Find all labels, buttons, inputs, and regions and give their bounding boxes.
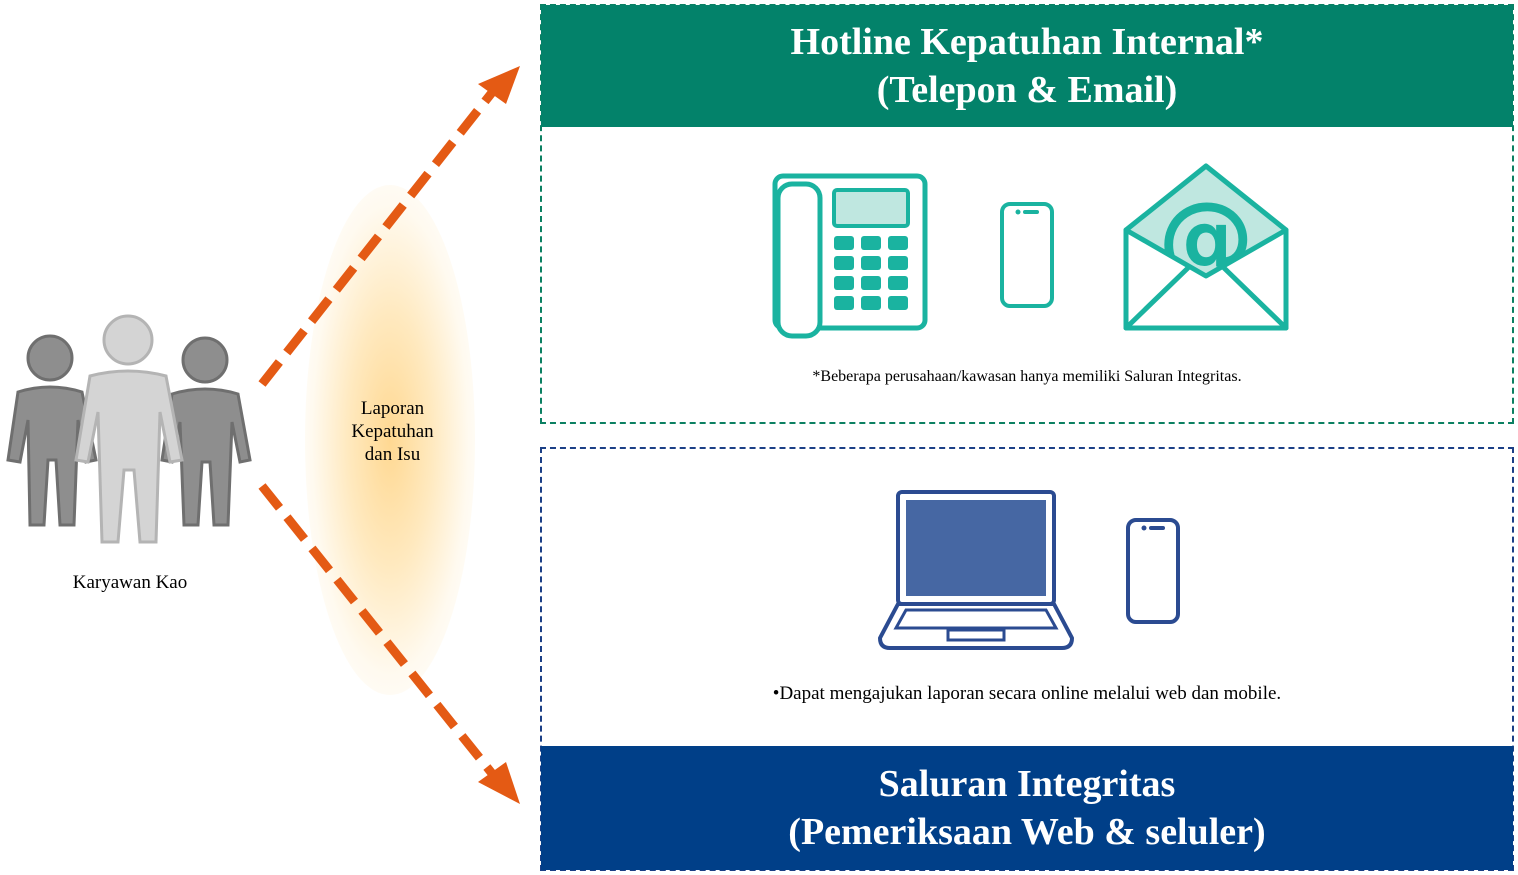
hotline-header: Hotline Kepatuhan Internal* (Telepon & E…	[541, 5, 1513, 127]
report-label-line1: Laporan	[360, 398, 425, 419]
integrity-header: Saluran Integritas (Pemeriksaan Web & se…	[541, 746, 1513, 870]
hotline-subtitle: (Telepon & Email)	[876, 69, 1178, 111]
report-label-line3: dan Isu	[364, 443, 421, 465]
employees-group-icon	[6, 314, 252, 544]
arrow-head-hotline	[478, 66, 520, 104]
arrow-head-integrity	[478, 762, 520, 804]
mobile-phone-icon	[1126, 518, 1180, 624]
report-label: Laporan Kepatuhan dan Isu	[320, 398, 465, 466]
integrity-note: •Dapat mengajukan laporan secara online …	[772, 683, 1282, 704]
desk-phone-icon	[772, 173, 928, 339]
hotline-title: Hotline Kepatuhan Internal*	[790, 21, 1264, 63]
mobile-phone-icon	[1000, 202, 1054, 308]
report-label-line2: Kepatuhan	[351, 420, 434, 442]
employee-label: Karyawan Kao	[72, 572, 188, 593]
email-envelope-icon: @	[1123, 163, 1289, 331]
hotline-note: *Beberapa perusahaan/kawasan hanya memil…	[812, 368, 1242, 385]
integrity-section	[540, 447, 1514, 871]
laptop-icon	[878, 490, 1074, 650]
integrity-subtitle: (Pemeriksaan Web & seluler)	[788, 811, 1266, 853]
integrity-title: Saluran Integritas	[878, 763, 1176, 805]
